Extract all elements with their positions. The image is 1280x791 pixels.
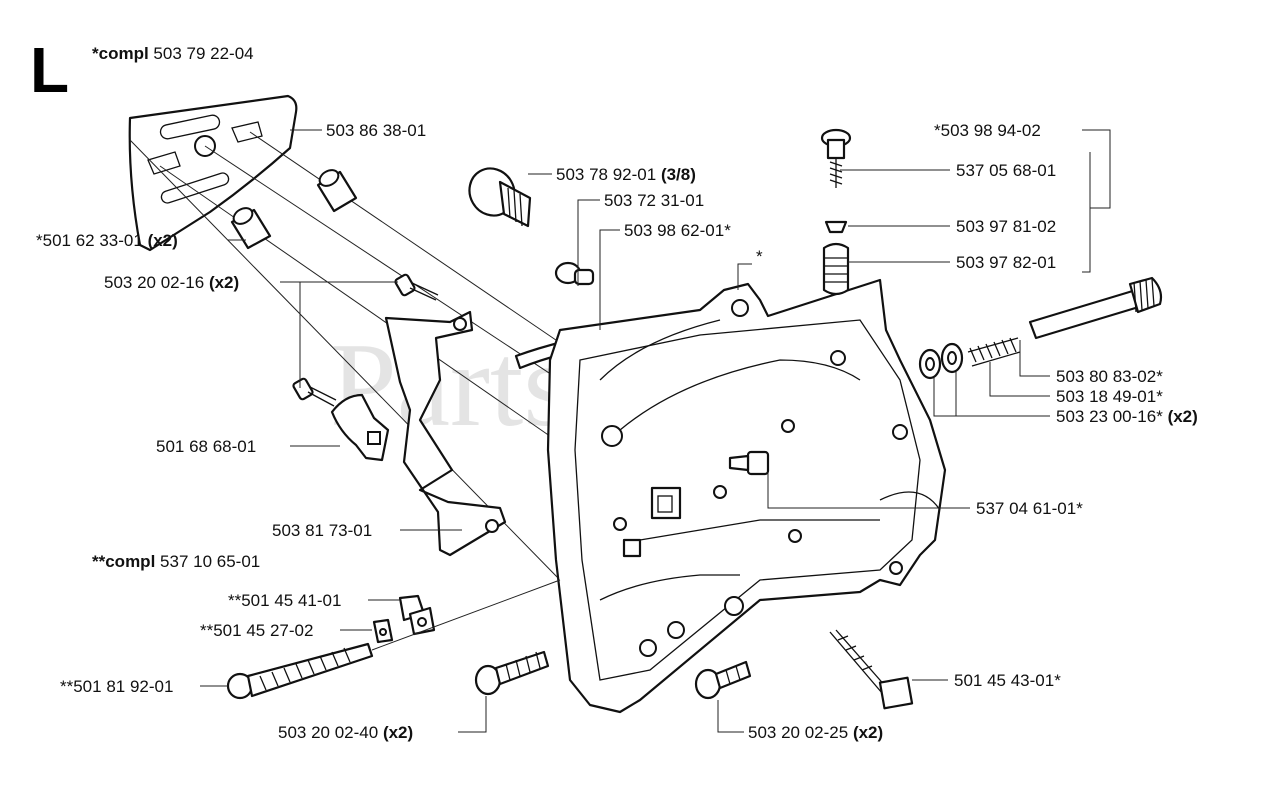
callout-c22: 503 20 02-40 (x2) xyxy=(278,723,413,742)
callout-c9: 537 05 68-01 xyxy=(956,161,1056,180)
adjuster-plate xyxy=(372,618,394,644)
callout-c10: 503 97 81-02 xyxy=(956,217,1056,236)
assembly-label-2: **compl 537 10 65-01 xyxy=(92,552,260,571)
adjuster-screw-vertical xyxy=(820,128,852,296)
callout-c13: 503 18 49-01* xyxy=(1056,387,1163,406)
small-pin xyxy=(554,261,595,286)
callout-c7: * xyxy=(756,247,763,266)
callout-c14: 503 23 00-16* (x2) xyxy=(1056,407,1198,426)
callout-c6: 503 20 02-16 (x2) xyxy=(104,273,239,292)
screw-503-20-02-16-b xyxy=(292,377,337,407)
callout-labels: 503 86 38-01 503 78 92-01 (3/8) 503 72 3… xyxy=(36,121,1198,742)
main-housing xyxy=(546,278,947,714)
callout-c15: 501 68 68-01 xyxy=(156,437,256,456)
bar-bolt-plate xyxy=(829,629,914,710)
illustration xyxy=(128,94,1163,714)
callout-c5: *501 62 33-01 (x2) xyxy=(36,231,178,250)
tension-screw-rod xyxy=(1028,276,1163,340)
callout-c17: 503 81 73-01 xyxy=(272,521,372,540)
callout-c20: **501 81 92-01 xyxy=(60,677,173,696)
leader-lines xyxy=(200,129,1111,733)
callout-c2: 503 78 92-01 (3/8) xyxy=(556,165,696,184)
tension-spring xyxy=(967,337,1021,367)
callout-c21: 501 45 43-01* xyxy=(954,671,1061,690)
callout-c23: 503 20 02-25 (x2) xyxy=(748,723,883,742)
guide-plate xyxy=(128,94,298,252)
cover-bracket xyxy=(330,393,390,462)
callout-c11: 503 97 82-01 xyxy=(956,253,1056,272)
dowel-pin-lower xyxy=(230,207,272,250)
section-letter: L xyxy=(30,34,69,106)
assembly-label-1: *compl 503 79 22-04 xyxy=(92,44,254,63)
side-cover-plate xyxy=(384,310,507,557)
callout-c18: **501 45 41-01 xyxy=(228,591,341,610)
dowel-pin-upper xyxy=(316,169,358,213)
oil-nozzle xyxy=(728,450,770,476)
callout-c8: *503 98 94-02 xyxy=(934,121,1041,140)
callout-c4: 503 98 62-01* xyxy=(624,221,731,240)
callout-c1: 503 86 38-01 xyxy=(326,121,426,140)
chain-oil-cap xyxy=(468,167,532,228)
callout-c3: 503 72 31-01 xyxy=(604,191,704,210)
adjuster-bolt xyxy=(226,642,374,700)
screw-503-20-02-40 xyxy=(474,650,550,696)
callout-c16: 537 04 61-01* xyxy=(976,499,1083,518)
callout-c19: **501 45 27-02 xyxy=(200,621,313,640)
washers xyxy=(918,342,964,380)
adjuster-nut xyxy=(398,594,436,636)
screw-503-20-02-25 xyxy=(694,660,752,700)
callout-c12: 503 80 83-02* xyxy=(1056,367,1163,386)
screw-503-20-02-16-a xyxy=(394,273,439,301)
